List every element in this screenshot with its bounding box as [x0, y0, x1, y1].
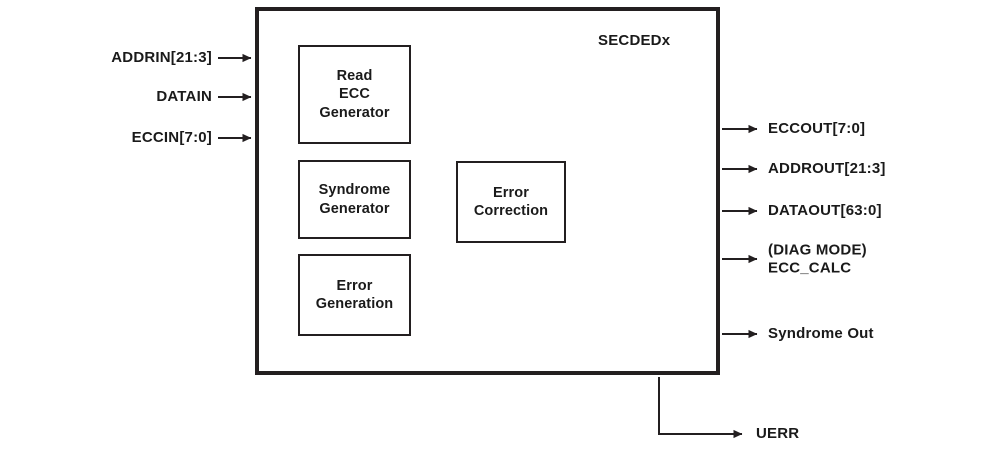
output-label-dataout: DATAOUT[63:0]: [768, 202, 882, 220]
output-label-ecc-calc: (DIAG MODE) ECC_CALC: [768, 241, 867, 276]
block-syndrome-generator: Syndrome Generator: [298, 160, 411, 239]
output-label-addrout: ADDROUT[21:3]: [768, 160, 886, 178]
block-error-correction-label: Error Correction: [473, 184, 549, 219]
output-label-syndrome-out: Syndrome Out: [768, 325, 874, 343]
block-syndrome-generator-label: Syndrome Generator: [318, 182, 391, 217]
input-label-addrin: ADDRIN[21:3]: [111, 49, 212, 67]
block-error-generation: Error Generation: [298, 254, 411, 336]
wire-uerr: [658, 377, 743, 439]
secdedx-block-title: SECDEDx: [598, 32, 671, 49]
block-read-ecc-generator: Read ECC Generator: [298, 45, 411, 144]
block-read-ecc-generator-label: Read ECC Generator: [319, 68, 390, 121]
output-label-eccout: ECCOUT[7:0]: [768, 120, 866, 138]
output-label-uerr: UERR: [756, 425, 800, 443]
input-label-datain: DATAIN: [156, 88, 212, 106]
block-error-generation-label: Error Generation: [315, 277, 394, 312]
block-error-correction: Error Correction: [456, 161, 566, 243]
input-label-eccin: ECCIN[7:0]: [131, 129, 212, 147]
